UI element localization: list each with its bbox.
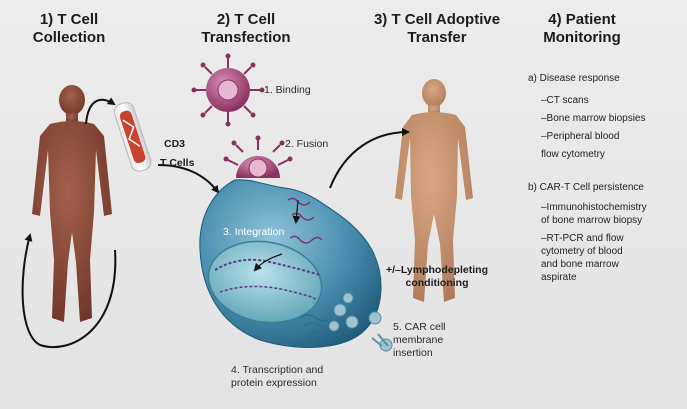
- list-item: –Bone marrow biopsies: [541, 113, 646, 124]
- list-item: –CT scans: [541, 95, 589, 106]
- patient-figure-left: [32, 85, 112, 322]
- label-t-cells: T Cells: [160, 157, 195, 169]
- list-item: of bone marrow biopsy: [541, 215, 643, 226]
- monitoring-persistence-list: –Immunohistochemistry of bone marrow bio…: [541, 201, 647, 284]
- list-item: –Immunohistochemistry: [541, 202, 647, 213]
- arrow-to-transfection: [157, 164, 220, 194]
- list-item: flow cytometry: [541, 149, 605, 160]
- monitoring-persistence-title: b) CAR-T Cell persistence: [528, 182, 644, 193]
- patient-figure-right: [395, 79, 473, 302]
- label-cd3: CD3: [164, 138, 186, 150]
- monitoring-disease-list: –CT scans –Bone marrow biopsies –Periphe…: [541, 94, 646, 161]
- list-item: –RT-PCR and flow: [541, 233, 624, 244]
- list-item: –Peripheral blood: [541, 131, 620, 142]
- monitoring-disease-title: a) Disease response: [528, 73, 620, 84]
- protein-blobs: [328, 292, 393, 352]
- arrow-to-transfer: [329, 128, 410, 189]
- collection-tube: [113, 102, 152, 172]
- arrow-to-tube: [85, 97, 116, 125]
- label-binding: 1. Binding: [264, 84, 311, 96]
- virus-fusion: [223, 135, 293, 178]
- label-fusion: 2. Fusion: [285, 138, 329, 150]
- list-item: cytometry of blood: [541, 246, 623, 257]
- list-item: and bone marrow: [541, 259, 619, 270]
- arrow-collection-loop: [21, 233, 117, 349]
- label-integration: 3. Integration: [223, 226, 285, 238]
- list-item: aspirate: [541, 272, 577, 283]
- virus-binding: [191, 53, 265, 127]
